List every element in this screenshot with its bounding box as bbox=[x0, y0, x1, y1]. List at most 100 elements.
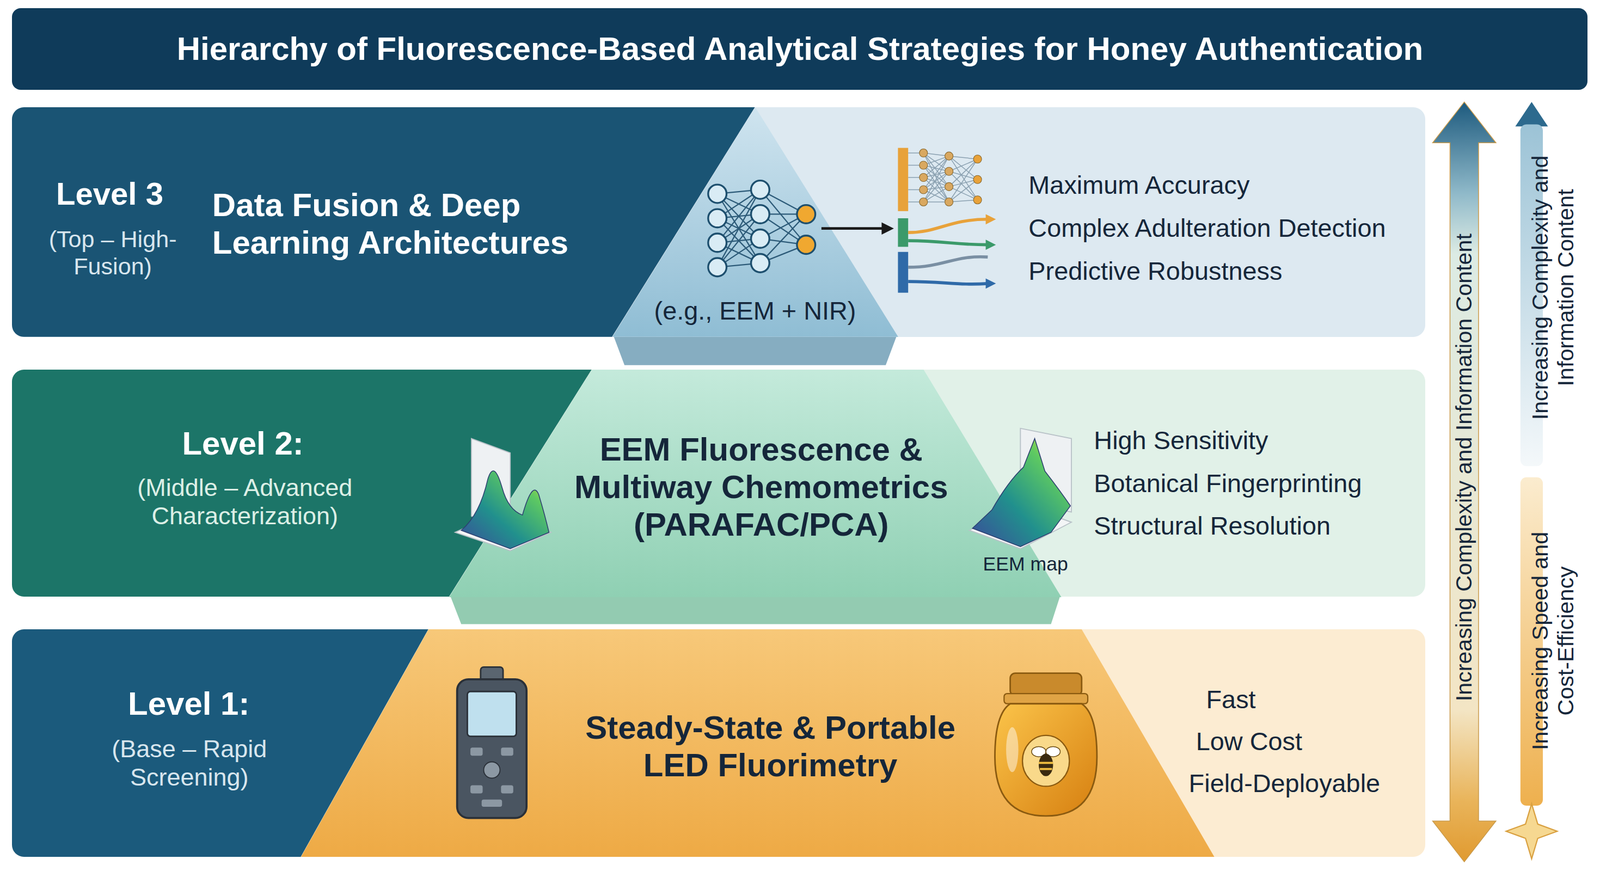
level-number: Level 3 bbox=[20, 175, 199, 213]
deep-architecture-icon bbox=[923, 186, 949, 190]
portable-fluorimeter-icon bbox=[457, 679, 527, 819]
neural-network-icon bbox=[751, 254, 770, 273]
axis-label: Increasing Speed and Cost-Efficiency bbox=[1527, 518, 1579, 764]
neural-network-icon bbox=[708, 258, 727, 277]
deep-architecture-icon bbox=[948, 156, 978, 180]
flow-arrow bbox=[821, 227, 884, 230]
axis-label: Increasing Complexity and Information Co… bbox=[1451, 181, 1477, 754]
neural-network-icon bbox=[717, 193, 761, 239]
neural-network-icon bbox=[717, 193, 761, 214]
deep-architecture-icon bbox=[948, 156, 978, 160]
neural-network-icon bbox=[717, 218, 761, 239]
feature-item: Predictive Robustness bbox=[1028, 256, 1416, 287]
feature-item: High Sensitivity bbox=[1093, 426, 1419, 456]
deep-architecture-icon bbox=[908, 281, 988, 285]
flow-arrow bbox=[821, 222, 894, 235]
deep-architecture-icon bbox=[945, 182, 954, 191]
deep-architecture-icon bbox=[923, 165, 949, 202]
neural-network-icon bbox=[759, 213, 806, 239]
deep-architecture-icon bbox=[985, 278, 997, 289]
method-trapezoid: EEM Fluorescence & Multiway Chemometrics… bbox=[449, 369, 1062, 598]
level-number: Level 1: bbox=[30, 685, 347, 723]
neural-network-icon bbox=[717, 213, 761, 218]
deep-architecture-icon bbox=[908, 219, 988, 233]
honey-jar-icon bbox=[1003, 693, 1088, 704]
deep-architecture-icon bbox=[923, 156, 949, 190]
fusion-triangle: (e.g., EEM + NIR) bbox=[612, 107, 899, 337]
honey-jar-icon bbox=[1039, 768, 1052, 771]
deep-architecture-icon bbox=[948, 179, 978, 187]
level-shelf bbox=[449, 592, 1062, 625]
neural-network-icon bbox=[717, 189, 761, 243]
deep-architecture-icon bbox=[923, 165, 949, 172]
neural-network-icon bbox=[717, 189, 761, 194]
deep-architecture-icon bbox=[897, 252, 909, 293]
eem-surface-plot bbox=[969, 504, 1072, 549]
level-title: Data Fusion & Deep Learning Architecture… bbox=[212, 186, 621, 262]
deep-architecture-icon bbox=[945, 151, 954, 161]
feature-item: Field-Deployable bbox=[1188, 769, 1419, 799]
deep-architecture-icon bbox=[923, 152, 949, 172]
neural-network-icon bbox=[759, 244, 806, 264]
level-subtitle: (Top – High-Fusion) bbox=[28, 225, 197, 280]
honey-jar-icon bbox=[1038, 753, 1053, 777]
deep-architecture-icon bbox=[948, 171, 978, 200]
neural-network-icon bbox=[759, 238, 806, 245]
deep-architecture-icon bbox=[923, 171, 949, 202]
deep-architecture-icon bbox=[908, 189, 924, 190]
deep-architecture-icon bbox=[919, 161, 928, 170]
deep-architecture-icon bbox=[919, 149, 928, 158]
honey-jar-icon bbox=[1031, 746, 1046, 757]
honey-jar-icon bbox=[1022, 735, 1070, 787]
neural-network-icon bbox=[797, 235, 816, 255]
deep-architecture-icon bbox=[923, 177, 949, 187]
deep-architecture-icon bbox=[923, 152, 949, 202]
level-number: Level 2: bbox=[101, 425, 384, 463]
method-ground bbox=[449, 369, 1062, 598]
portable-fluorimeter-icon bbox=[457, 666, 527, 818]
portable-fluorimeter-icon bbox=[483, 762, 500, 779]
neural-network-icon bbox=[759, 189, 806, 245]
deep-architecture-icon bbox=[923, 171, 949, 190]
feature-item: Botanical Fingerprinting bbox=[1093, 469, 1419, 499]
eem-surface-plot bbox=[461, 470, 549, 549]
deep-architecture-icon bbox=[985, 213, 997, 225]
method-title: Steady-State & Portable LED Fluorimetry bbox=[556, 709, 985, 785]
deep-architecture-icon bbox=[923, 177, 949, 202]
diagram-title: Hierarchy of Fluorescence-Based Analytic… bbox=[11, 29, 1588, 68]
neural-network-icon bbox=[708, 184, 727, 204]
deep-architecture-icon bbox=[919, 185, 928, 194]
eem-surface-plot bbox=[972, 438, 1071, 548]
deep-architecture-icon bbox=[948, 179, 978, 202]
deep-architecture-icon bbox=[923, 152, 949, 187]
example-note: (e.g., EEM + NIR) bbox=[627, 296, 884, 327]
neural-network-icon bbox=[759, 213, 806, 263]
neural-network-icon bbox=[717, 238, 761, 243]
deep-architecture-icon bbox=[908, 152, 924, 153]
deep-architecture-icon bbox=[923, 156, 949, 178]
flow-arrow bbox=[881, 222, 894, 235]
deep-architecture-icon bbox=[919, 173, 928, 182]
deep-architecture-icon bbox=[923, 201, 949, 202]
portable-fluorimeter-icon bbox=[470, 785, 483, 794]
feature-item: Maximum Accuracy bbox=[1028, 170, 1416, 201]
neural-network-icon bbox=[717, 238, 761, 267]
deep-architecture-icon bbox=[923, 171, 949, 178]
neural-network-icon bbox=[717, 218, 761, 263]
neural-network-icon bbox=[717, 242, 761, 263]
neural-network-icon bbox=[717, 189, 761, 267]
deep-architecture-icon bbox=[948, 158, 978, 171]
neural-network-icon bbox=[717, 193, 761, 263]
neural-network-icon bbox=[751, 205, 770, 224]
level-band: Level 1:(Base – Rapid Screening)FastLow … bbox=[11, 629, 1426, 857]
level-subtitle: (Base – Rapid Screening) bbox=[89, 734, 290, 792]
neural-network-icon bbox=[759, 213, 806, 245]
deep-architecture-icon bbox=[973, 175, 982, 184]
complexity-arrow bbox=[1515, 101, 1548, 127]
deep-architecture-icon bbox=[919, 197, 928, 206]
level-band: Level 2:(Middle – Advanced Characterizat… bbox=[11, 369, 1426, 598]
neural-network-icon bbox=[708, 209, 727, 228]
feature-item: Low Cost bbox=[1196, 727, 1419, 757]
honey-jar-icon bbox=[1045, 746, 1060, 757]
